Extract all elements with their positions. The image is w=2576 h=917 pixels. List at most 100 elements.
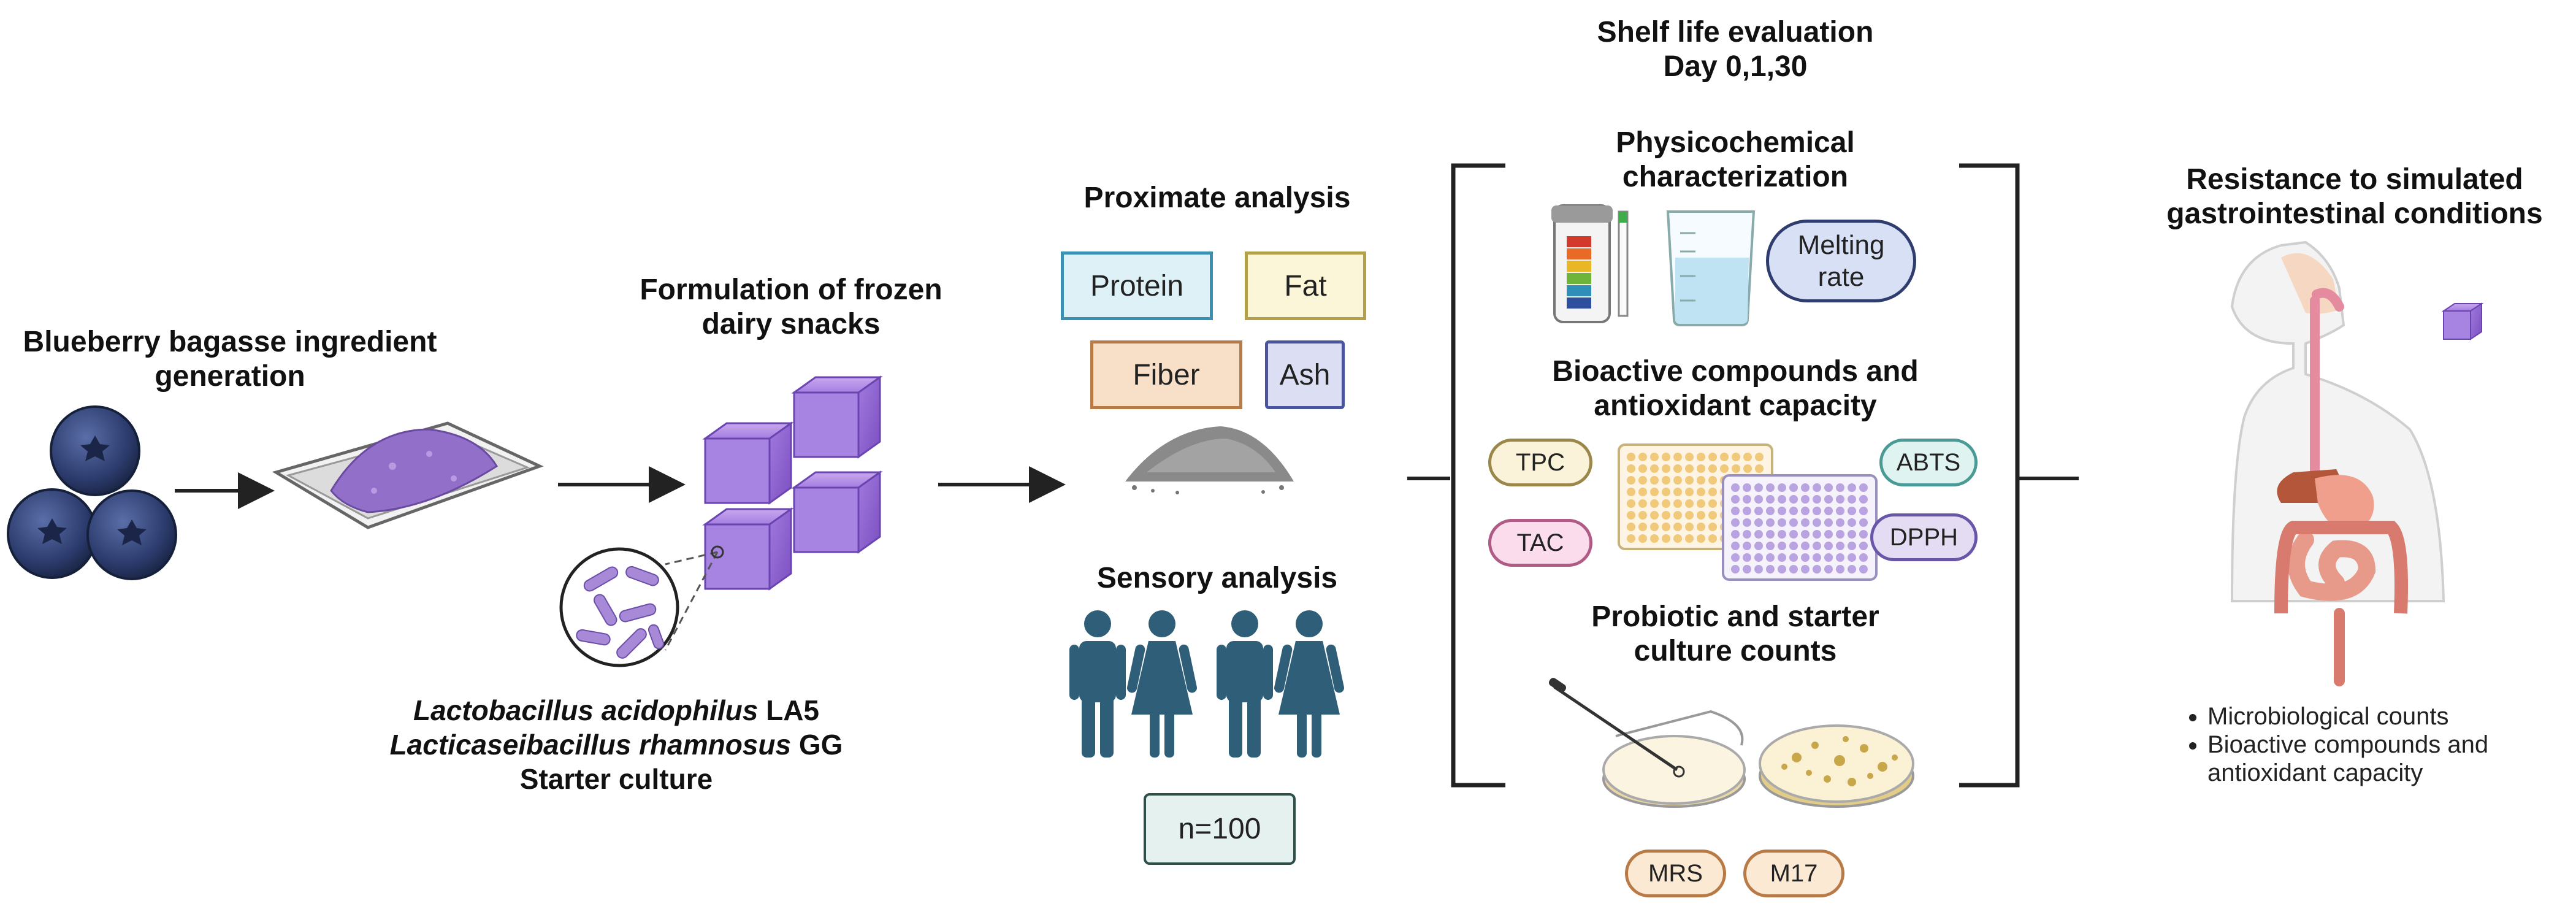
plate-well: [1778, 530, 1786, 539]
plate-well: [1708, 453, 1717, 461]
gi-bullet-2: Bioactive compounds and antioxidant capa…: [2207, 731, 2575, 787]
plate-well: [1801, 530, 1810, 539]
tac-pill: TAC: [1488, 519, 1592, 567]
plate-well: [1813, 553, 1821, 562]
plate-well: [1708, 499, 1717, 508]
plate-well: [1638, 534, 1647, 543]
plate-well: [1848, 553, 1856, 562]
plate-well: [1789, 530, 1798, 539]
plate-well: [1789, 565, 1798, 574]
plate-well: [1708, 464, 1717, 473]
plate-well: [1836, 542, 1844, 550]
gi-bullet-1: Microbiological counts: [2207, 702, 2575, 731]
plate-well: [1743, 553, 1751, 562]
plate-well: [1813, 518, 1821, 527]
petri-dishes-icon: [1548, 678, 1914, 808]
plate-well: [1662, 453, 1670, 461]
plate-well: [1732, 464, 1740, 473]
plate-well: [1697, 523, 1705, 531]
plate-well: [1697, 488, 1705, 496]
plate-well: [1650, 464, 1659, 473]
plate-well: [1813, 495, 1821, 504]
plate-well: [1824, 553, 1833, 562]
formulation-title: Formulation of frozen dairy snacks: [640, 274, 942, 340]
shelf-life-title: Shelf life evaluation Day 0,1,30: [1597, 16, 1874, 83]
plate-well: [1685, 453, 1694, 461]
plate-well: [1789, 518, 1798, 527]
plate-well: [1638, 523, 1647, 531]
plate-well: [1848, 565, 1856, 574]
plate-well: [1731, 518, 1740, 527]
plate-well: [1801, 495, 1810, 504]
plate-well: [1859, 507, 1868, 515]
plate-well: [1708, 534, 1717, 543]
plate-well: [1754, 565, 1763, 574]
plate-well: [1801, 542, 1810, 550]
plate-well: [1824, 507, 1833, 515]
plate-well: [1697, 453, 1705, 461]
plate-well: [1848, 530, 1856, 539]
proximate-title: Proximate analysis: [1084, 182, 1351, 214]
tpc-pill: TPC: [1488, 439, 1592, 486]
plate-well: [1754, 542, 1763, 550]
plate-well: [1662, 534, 1670, 543]
plate-well: [1650, 453, 1659, 461]
plate-well: [1673, 488, 1682, 496]
plate-well: [1824, 495, 1833, 504]
plate-well: [1848, 542, 1856, 550]
plate-well: [1824, 565, 1833, 574]
plate-well: [1697, 511, 1705, 520]
plate-well: [1801, 483, 1810, 492]
plate-well: [1778, 518, 1786, 527]
plate-well: [1731, 553, 1740, 562]
shelf-life-brackets: [1451, 163, 2020, 788]
plate-well: [1650, 476, 1659, 485]
dpph-pill: DPPH: [1870, 513, 1978, 561]
plate-well: [1673, 476, 1682, 485]
plate-well: [1720, 453, 1729, 461]
plate-well: [1627, 476, 1635, 485]
sensory-title: Sensory analysis: [1096, 562, 1338, 594]
flow-arrows: [175, 466, 2079, 509]
ash-box: Ash: [1265, 340, 1345, 409]
plate-well: [1836, 507, 1844, 515]
bacteria-magnifier-icon: [559, 545, 724, 667]
n-count-box: n=100: [1144, 793, 1296, 865]
plate-well: [1708, 511, 1717, 520]
plate-well: [1754, 553, 1763, 562]
plate-well: [1824, 542, 1833, 550]
plate-well: [1685, 523, 1694, 531]
plate-well: [1685, 488, 1694, 496]
strain-1-plain: LA5: [758, 694, 820, 726]
plate-well: [1836, 518, 1844, 527]
plate-well: [1789, 483, 1798, 492]
plate-well: [1662, 511, 1670, 520]
plate-well: [1813, 542, 1821, 550]
well-plates-icon: [1618, 443, 1878, 581]
mrs-pill: MRS: [1625, 850, 1726, 897]
plate-well: [1662, 523, 1670, 531]
plate-well: [1731, 483, 1740, 492]
bagasse-title: Blueberry bagasse ingredient generation: [23, 326, 437, 393]
plate-well: [1673, 523, 1682, 531]
plate-well: [1743, 542, 1751, 550]
gi-bullet-list: Microbiological counts Bioactive compoun…: [2183, 702, 2575, 787]
plate-well: [1697, 534, 1705, 543]
plate-well: [1778, 507, 1786, 515]
plate-well: [1685, 499, 1694, 508]
plate-well: [1836, 483, 1844, 492]
plate-well: [1824, 483, 1833, 492]
blueberries-icon: [7, 405, 177, 580]
plate-well: [1789, 495, 1798, 504]
plate-well: [1824, 518, 1833, 527]
plate-well: [1685, 464, 1694, 473]
plate-well: [1627, 523, 1635, 531]
plate-well: [1789, 553, 1798, 562]
plate-well: [1836, 495, 1844, 504]
plate-well: [1731, 565, 1740, 574]
plate-well: [1859, 495, 1868, 504]
plate-well: [1731, 530, 1740, 539]
bioactive-title: Bioactive compounds and antioxidant capa…: [1552, 355, 1919, 422]
plate-well: [1708, 476, 1717, 485]
